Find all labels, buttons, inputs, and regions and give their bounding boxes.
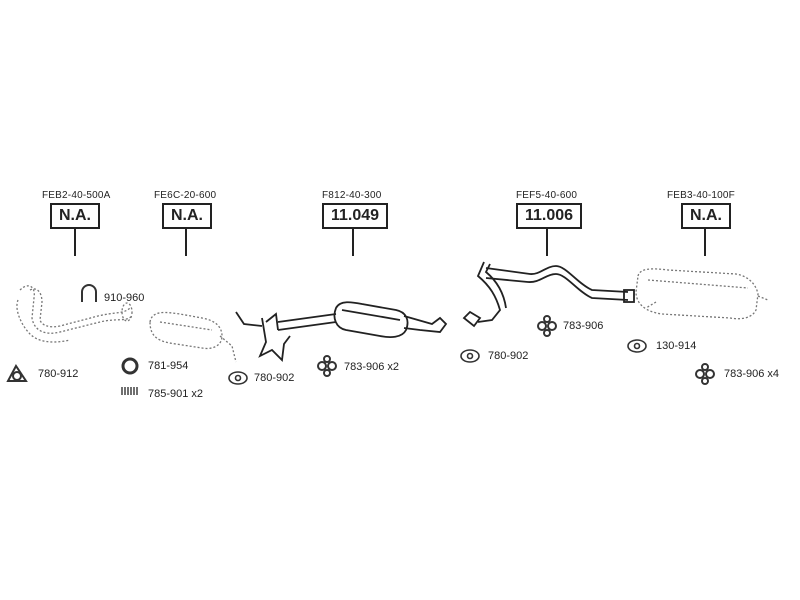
section-code-3: F812-40-300	[322, 190, 382, 201]
part-label-780-902-b: 780-902	[488, 350, 529, 362]
section-code-2: FE6C-20-600	[154, 190, 217, 201]
rear-silencer-drawing	[635, 268, 769, 320]
section-stem-4	[546, 229, 548, 256]
section-stem-5	[704, 229, 706, 256]
rear-pipe-drawing	[462, 261, 635, 328]
gasket-780-902-b-icon	[460, 349, 480, 363]
section-status-box-3: 11.049	[322, 203, 388, 229]
front-pipe-drawing	[16, 285, 133, 343]
part-label-785-901: 785-901 x2	[148, 388, 204, 400]
spring-785-901-icon	[121, 387, 138, 395]
section-code-1: FEB2-40-500A	[42, 190, 111, 201]
part-label-781-954: 781-954	[148, 360, 189, 372]
part-label-783-906: 783-906	[563, 320, 604, 332]
part-label-130-914: 130-914	[656, 340, 697, 352]
section-stem-3	[352, 229, 354, 256]
ring-781-954-icon	[121, 357, 139, 375]
part-label-780-902-a: 780-902	[254, 372, 295, 384]
hanger-783-906-x2-icon	[317, 355, 337, 377]
section-status-box-2: N.A.	[162, 203, 212, 229]
part-label-783-906-x4: 783-906 x4	[724, 368, 780, 380]
center-silencer-drawing	[235, 301, 448, 362]
section-stem-1	[74, 229, 76, 256]
section-status-box-4: 11.006	[516, 203, 582, 229]
section-stem-2	[185, 229, 187, 256]
clamp-910-960-icon	[81, 284, 97, 302]
gasket-780-902-icon	[228, 371, 248, 385]
hanger-783-906-x4-icon	[695, 363, 715, 385]
catalytic-converter-drawing	[149, 311, 237, 363]
part-label-783-906-x2: 783-906 x2	[344, 361, 400, 373]
section-code-5: FEB3-40-100F	[667, 190, 735, 201]
ring-130-914-icon	[627, 339, 647, 353]
part-label-780-912: 780-912	[38, 368, 79, 380]
hanger-783-906-icon	[537, 315, 557, 337]
section-status-box-1: N.A.	[50, 203, 100, 229]
gasket-780-912-icon	[6, 364, 28, 382]
section-code-4: FEF5-40-600	[516, 190, 578, 201]
part-label-910-960: 910-960	[104, 292, 145, 304]
section-status-box-5: N.A.	[681, 203, 731, 229]
